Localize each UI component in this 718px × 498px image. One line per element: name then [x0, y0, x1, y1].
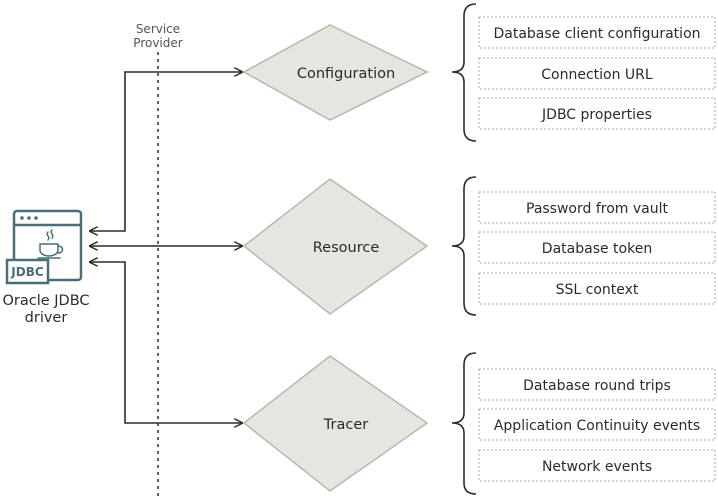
connector-configuration: [90, 72, 242, 231]
item-box-configuration-1: [478, 16, 716, 49]
item-box-resource-3: [478, 272, 716, 305]
item-label-tracer-3: Network events: [542, 459, 652, 475]
driver-label-line1: Oracle JDBC: [2, 293, 89, 309]
diamond-label-tracer: Tracer: [323, 417, 368, 433]
java-cup-icon: [37, 229, 64, 259]
group-configuration: Configuration Database client configurat…: [242, 3, 716, 142]
item-box-tracer-1: [478, 368, 716, 401]
brace-resource: [451, 176, 477, 316]
diamond-tracer: [242, 355, 429, 492]
item-label-configuration-3: JDBC properties: [541, 107, 652, 123]
brace-tracer: [451, 352, 477, 495]
group-resource: Resource Password from vault Database to…: [242, 176, 716, 316]
item-label-tracer-2: Application Continuity events: [494, 418, 700, 434]
service-provider-label-line2: Provider: [133, 36, 182, 50]
jdbc-badge-text: JDBC: [10, 265, 44, 279]
item-box-resource-2: [478, 231, 716, 264]
item-label-resource-3: SSL context: [556, 282, 639, 298]
item-label-tracer-1: Database round trips: [523, 378, 671, 394]
item-box-configuration-2: [478, 57, 716, 90]
item-label-configuration-1: Database client configuration: [493, 26, 700, 42]
diamond-label-resource: Resource: [313, 240, 380, 256]
connector-tracer: [90, 262, 242, 423]
driver-label-line2: driver: [25, 310, 68, 326]
service-provider-label-line1: Service: [136, 22, 180, 36]
item-box-tracer-2: [478, 408, 716, 441]
item-label-resource-1: Password from vault: [526, 201, 669, 217]
jdbc-driver-icon: JDBC: [5, 209, 83, 285]
connector-arrows: [90, 72, 242, 423]
diamond-label-configuration: Configuration: [297, 66, 395, 82]
brace-configuration: [451, 3, 477, 142]
group-tracer: Tracer Database round trips Application …: [242, 352, 716, 495]
diamond-configuration: [242, 24, 429, 121]
item-label-resource-2: Database token: [542, 241, 652, 257]
item-box-tracer-3: [478, 449, 716, 482]
diamond-resource: [242, 178, 429, 315]
item-label-configuration-2: Connection URL: [541, 67, 653, 83]
item-box-resource-1: [478, 191, 716, 224]
item-box-configuration-3: [478, 97, 716, 130]
